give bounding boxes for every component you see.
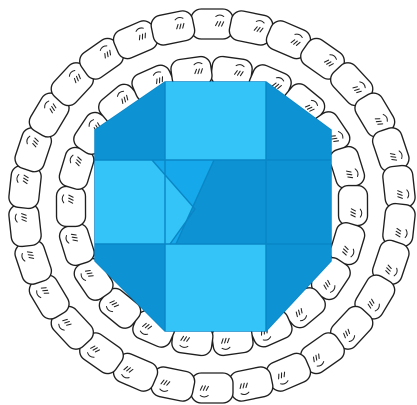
cell-body [191, 373, 233, 403]
cell-body [56, 186, 85, 226]
inner-ring-cell-5 [327, 144, 367, 191]
blue-octagon-core [95, 82, 331, 331]
cell-body [57, 221, 97, 268]
outer-ring-cell-1 [191, 9, 233, 39]
outer-ring-cell-8 [382, 164, 416, 209]
cell-body [191, 9, 233, 39]
outer-ring-cell-16 [191, 373, 233, 403]
cell-body [382, 164, 416, 209]
cell-body [227, 365, 274, 403]
inner-ring-cell-6 [338, 186, 367, 226]
cell-body [149, 9, 196, 47]
outer-ring-cell-15 [227, 365, 274, 403]
cell-body [8, 203, 42, 248]
inner-ring-cell-17 [56, 186, 85, 226]
outer-ring-cell-30 [149, 9, 196, 47]
cell-body [338, 186, 367, 226]
cell-body [327, 144, 367, 191]
inner-ring-cell-16 [57, 221, 97, 268]
core-top-center-facet [165, 82, 266, 160]
core-bottom-center-facet [165, 244, 266, 331]
outer-ring-cell-23 [8, 203, 42, 248]
